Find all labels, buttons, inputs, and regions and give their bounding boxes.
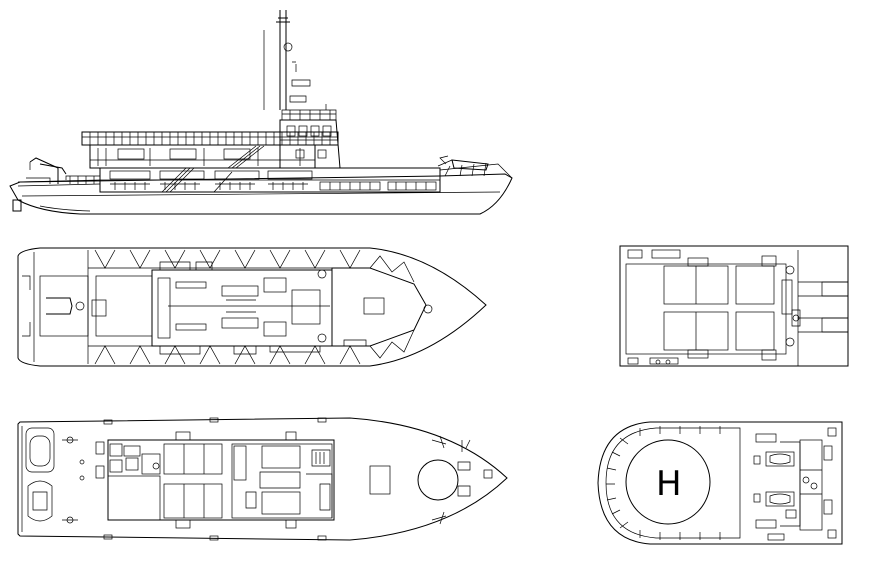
aft-crane xyxy=(29,157,67,184)
profile-view xyxy=(9,10,513,215)
main-deck-plan xyxy=(17,247,487,367)
mast xyxy=(276,10,290,110)
upper-deck-outline xyxy=(17,417,508,541)
upper-deck-winch-circle xyxy=(417,459,459,501)
bridge-deck-outline xyxy=(619,245,849,367)
superstructure-second-tier xyxy=(89,144,316,169)
engine-room xyxy=(151,269,333,347)
profile-hull xyxy=(9,173,513,215)
rudder xyxy=(12,199,22,212)
helipad-circle xyxy=(625,439,711,525)
main-deck-outline xyxy=(17,247,487,367)
helideck-plan: H xyxy=(597,421,843,545)
rescue-boat-profile xyxy=(451,159,489,171)
helideck-outline xyxy=(597,421,843,545)
bridge-deck-plan xyxy=(619,245,849,367)
upper-deck-plan xyxy=(17,417,508,541)
helipad-marking: H xyxy=(656,464,682,504)
